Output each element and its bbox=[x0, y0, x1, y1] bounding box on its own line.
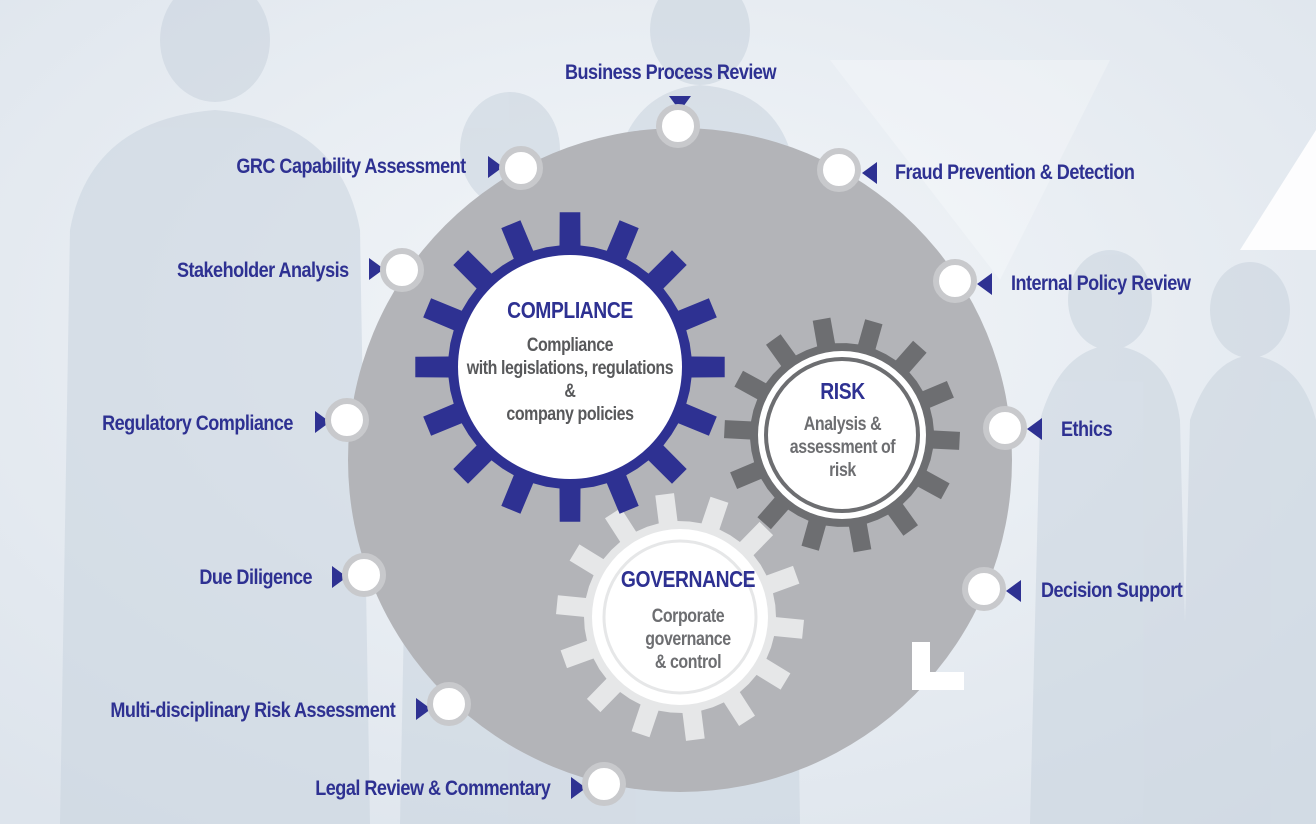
risk-description: Analysis & assessment of risk bbox=[789, 414, 896, 481]
rim-dot bbox=[656, 104, 700, 148]
compliance-title: COMPLIANCE bbox=[507, 297, 633, 323]
arrow-left-icon bbox=[862, 162, 877, 184]
risk-gear-hub bbox=[758, 351, 926, 519]
rim-dot bbox=[427, 682, 471, 726]
arrow-left-icon bbox=[1006, 580, 1021, 602]
service-label-fraud-prevention-detection: Fraud Prevention & Detection bbox=[895, 161, 1135, 184]
service-label-internal-policy-review: Internal Policy Review bbox=[1011, 272, 1191, 295]
rim-dot bbox=[499, 146, 543, 190]
rim-dot bbox=[933, 259, 977, 303]
service-label-due-diligence: Due Diligence bbox=[199, 566, 312, 589]
rim-dot bbox=[962, 567, 1006, 611]
rim-dot bbox=[817, 148, 861, 192]
rim-dot bbox=[582, 762, 626, 806]
compliance-gear-text: COMPLIANCE Compliance with legislations,… bbox=[465, 296, 675, 426]
rim-dot bbox=[380, 248, 424, 292]
compliance-description: Compliance with legislations, regulation… bbox=[466, 335, 674, 425]
service-label-multi-disciplinary-risk-assessment: Multi-disciplinary Risk Assessment bbox=[110, 699, 395, 722]
arrow-left-icon bbox=[977, 273, 992, 295]
corner-bracket bbox=[912, 642, 964, 690]
risk-gear-text: RISK Analysis & assessment of risk bbox=[782, 377, 904, 482]
arrow-left-icon bbox=[1027, 418, 1042, 440]
risk-title: RISK bbox=[820, 378, 865, 404]
rim-dot bbox=[983, 406, 1027, 450]
risk-gear-ring bbox=[764, 357, 920, 513]
service-label-legal-review-commentary: Legal Review & Commentary bbox=[314, 777, 551, 800]
governance-gear-hub bbox=[592, 529, 768, 705]
service-label-business-process-review: Business Process Review bbox=[565, 61, 777, 84]
compliance-gear-hub bbox=[458, 255, 682, 479]
service-label-grc-capability-assessment: GRC Capability Assessment bbox=[236, 155, 467, 178]
white-shape bbox=[1240, 130, 1316, 250]
service-label-stakeholder-analysis: Stakeholder Analysis bbox=[177, 259, 349, 282]
service-label-regulatory-compliance: Regulatory Compliance bbox=[102, 412, 293, 435]
governance-description: Corporate governance & control bbox=[645, 606, 731, 673]
governance-gear-ring bbox=[602, 539, 758, 695]
service-label-ethics: Ethics bbox=[1061, 418, 1113, 441]
governance-gear-text: GOVERNANCE Corporate governance & contro… bbox=[620, 565, 756, 674]
service-label-decision-support: Decision Support bbox=[1041, 579, 1183, 602]
rim-dot bbox=[325, 398, 369, 442]
light-triangle bbox=[830, 60, 1110, 280]
rim-dot bbox=[342, 553, 386, 597]
governance-title: GOVERNANCE bbox=[620, 566, 756, 592]
